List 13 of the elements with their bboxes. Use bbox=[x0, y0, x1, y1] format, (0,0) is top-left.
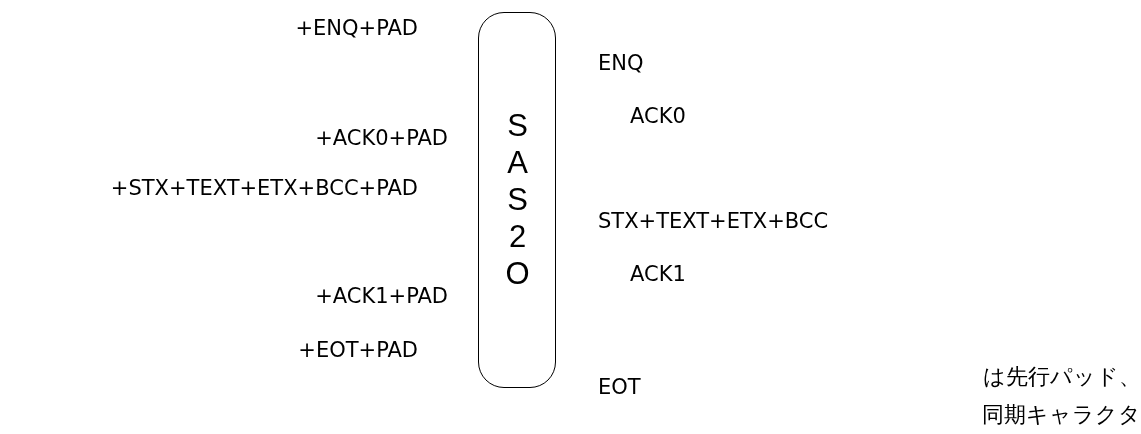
signal-label: EOT bbox=[598, 374, 641, 400]
signal-label: +STX+TEXT+ETX+BCC+PAD bbox=[110, 175, 418, 201]
signal-label: +ACK1+PAD bbox=[315, 283, 448, 309]
signal-label: +ENQ+PAD bbox=[295, 15, 418, 41]
vertical-text: SAS2O bbox=[499, 107, 535, 293]
rounded-box bbox=[478, 12, 556, 388]
signal-label: +EOT+PAD bbox=[298, 337, 418, 363]
signal-label: ACK0 bbox=[630, 103, 686, 129]
signal-label: ENQ bbox=[598, 50, 644, 76]
signal-label: +ACK0+PAD bbox=[315, 125, 448, 151]
signal-label: STX+TEXT+ETX+BCC bbox=[598, 208, 829, 234]
signal-label: ACK1 bbox=[630, 261, 686, 287]
note-text: は先行パッド、同期キャラクタ bbox=[981, 363, 1141, 429]
